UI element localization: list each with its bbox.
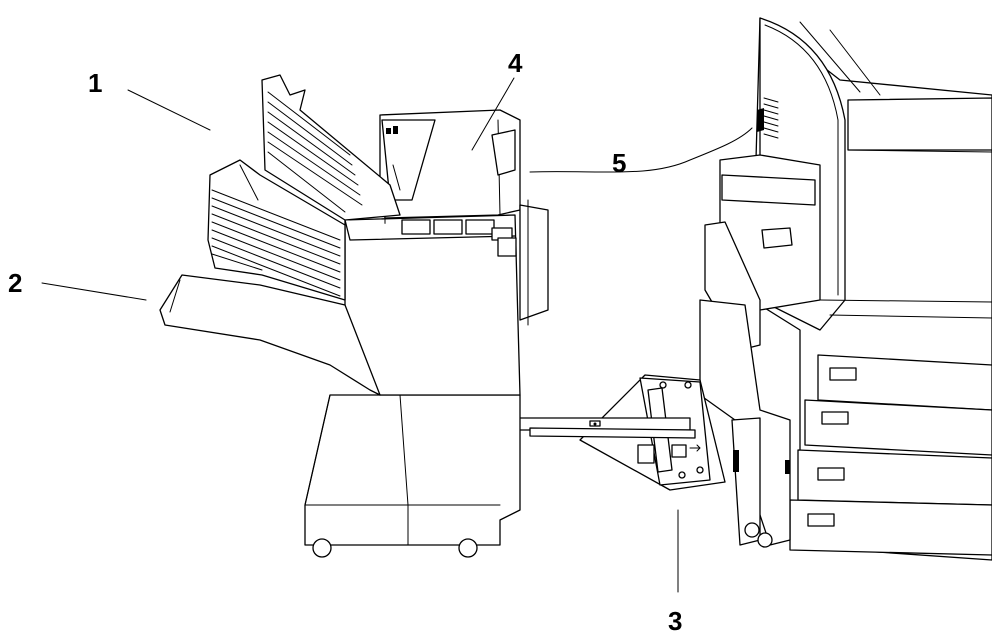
paper-tray-4 xyxy=(789,499,992,556)
paper-tray-2 xyxy=(804,399,992,456)
finisher-base xyxy=(304,394,521,558)
callout-3: 3 xyxy=(668,509,682,635)
side-panel xyxy=(519,199,549,326)
callout-5: 5 xyxy=(612,148,626,178)
printer-illustration xyxy=(699,17,992,561)
control-panel xyxy=(401,219,517,257)
callout-2: 2 xyxy=(8,268,147,301)
callout-1: 1 xyxy=(88,68,211,131)
paper-tray-3 xyxy=(797,449,992,506)
finisher-top-cover xyxy=(379,109,521,219)
finisher-illustration xyxy=(159,74,549,558)
interface-cable xyxy=(529,127,753,173)
callout-4: 4 xyxy=(471,48,523,151)
finisher-body xyxy=(344,214,521,396)
stacker-tray-middle xyxy=(207,159,346,301)
paper-tray-1 xyxy=(817,354,992,411)
docking-rail xyxy=(517,417,696,439)
svg-text:2: 2 xyxy=(8,268,22,298)
vent-grille xyxy=(763,97,779,139)
svg-text:4: 4 xyxy=(508,48,523,78)
svg-text:3: 3 xyxy=(668,606,682,635)
svg-text:1: 1 xyxy=(88,68,102,98)
output-tray-lower xyxy=(159,274,381,396)
svg-text:5: 5 xyxy=(612,148,626,178)
stacker-tray-upper xyxy=(261,74,401,221)
